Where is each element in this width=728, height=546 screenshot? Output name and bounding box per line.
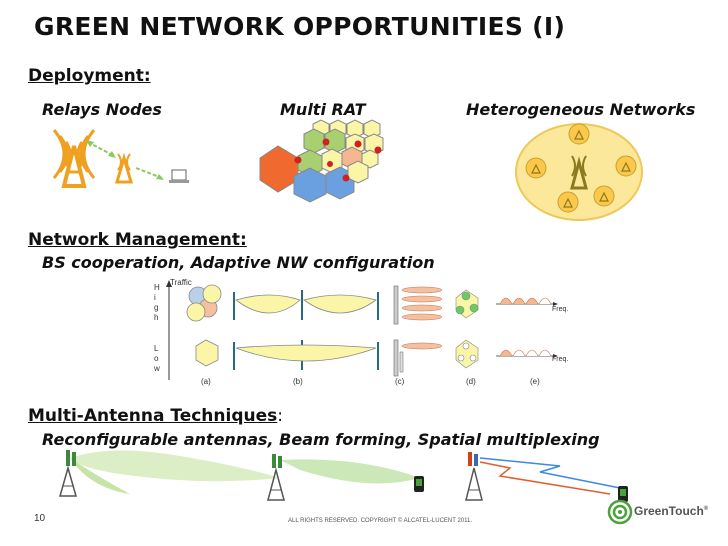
relay-tower-icon: [115, 152, 133, 184]
multi-rat-label: Multi RAT: [280, 100, 366, 119]
panel-label-c: (c): [395, 377, 405, 386]
multi-antenna-heading-suffix: :: [277, 406, 283, 426]
deployment-heading: Deployment:: [28, 66, 151, 86]
panel-c-beams: [393, 285, 443, 377]
network-management-heading: Network Management:: [28, 230, 247, 250]
laptop-icon: [169, 169, 189, 183]
multi-antenna-diagram: [59, 450, 628, 502]
page-number: 10: [34, 513, 46, 524]
freq-label-high: Freq.: [552, 306, 569, 313]
relay-nodes-diagram: [52, 129, 189, 188]
phone-icon: [414, 476, 424, 492]
multi-antenna-heading-text: Multi-Antenna Techniques: [28, 406, 278, 426]
bs-cooperation-diagram: [166, 280, 558, 380]
traffic-label: Traffic: [170, 278, 192, 287]
panel-a-high: [186, 284, 222, 322]
relays-nodes-label: Relays Nodes: [42, 100, 162, 119]
brand-mark: ®: [703, 506, 709, 512]
low-label: L o w: [154, 344, 160, 373]
panel-e-spectrum: [496, 297, 558, 358]
heterogeneous-network-diagram: [515, 123, 643, 221]
beam-forming: [267, 454, 424, 501]
brand-name: GreenTouch: [634, 504, 704, 518]
high-label: H i g h: [154, 283, 160, 322]
bs-cooperation-label: BS cooperation, Adaptive NW configuratio…: [42, 253, 435, 272]
greentouch-wordmark: GreenTouch®: [634, 504, 708, 518]
small-cell-icons: [525, 123, 637, 213]
reconfigurable-antenna: [59, 450, 280, 497]
greentouch-logo-icon: [607, 499, 633, 525]
copyright-notice: ALL RIGHTS RESERVED. COPYRIGHT © ALCATEL…: [288, 518, 473, 524]
slide-title: GREEN NETWORK OPPORTUNITIES (I): [34, 12, 566, 41]
panel-label-e: (e): [530, 377, 540, 386]
macro-tower-icon: [52, 129, 96, 188]
panel-label-d: (d): [466, 377, 476, 386]
panel-label-a: (a): [201, 377, 211, 386]
panel-label-b: (b): [293, 377, 303, 386]
freq-label-low: Freq.: [552, 356, 569, 363]
spatial-multiplexing: [465, 452, 628, 502]
phone-icon-2: [618, 486, 628, 502]
panel-d-cells: [455, 289, 479, 369]
multi-rat-hex-cluster: [259, 119, 384, 203]
panel-b-low: [233, 340, 379, 370]
heterogeneous-networks-label: Heterogeneous Networks: [466, 100, 696, 119]
antenna-techniques-subheading: Reconfigurable antennas, Beam forming, S…: [42, 430, 600, 449]
panel-a-low: [195, 339, 219, 367]
panel-b-high: [233, 290, 379, 320]
central-macro-tower-icon: [570, 155, 588, 190]
multi-antenna-heading: Multi-Antenna Techniques:: [28, 406, 283, 426]
